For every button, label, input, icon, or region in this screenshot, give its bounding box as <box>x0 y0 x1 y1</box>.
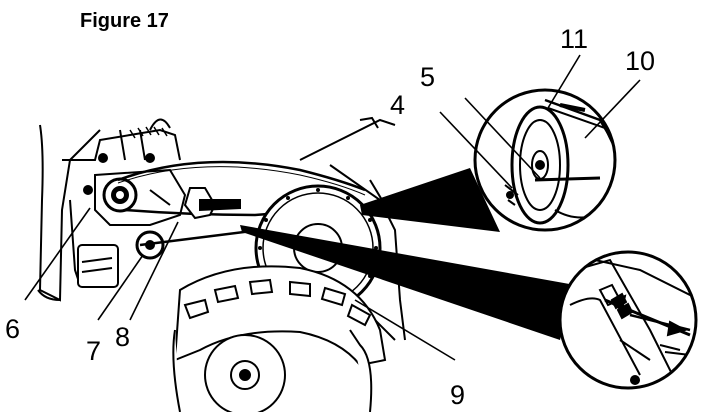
callout-6: 6 <box>5 314 20 344</box>
belt-guide <box>183 187 241 220</box>
leader-4 <box>439 111 513 189</box>
leader-8 <box>129 221 179 321</box>
leader-10 <box>584 79 641 139</box>
callout-11: 11 <box>560 24 588 54</box>
leader-7 <box>97 254 144 321</box>
leader-5 <box>464 97 541 179</box>
callout-9: 9 <box>450 380 465 410</box>
figure-title: Figure 17 <box>80 10 169 32</box>
leader-9 <box>354 299 456 361</box>
tiller-tires <box>172 265 387 412</box>
inset-spring-detail <box>240 225 698 390</box>
callout-7: 7 <box>86 336 101 366</box>
leader-11 <box>547 54 581 109</box>
callout-10: 10 <box>625 46 655 76</box>
inset-pulley-detail <box>360 88 617 232</box>
callout-5: 5 <box>420 62 435 92</box>
engine-ribs <box>129 126 168 139</box>
callout-8: 8 <box>115 322 130 352</box>
drive-pulley <box>102 177 138 213</box>
leader-6 <box>24 207 91 301</box>
callout-4: 4 <box>390 90 405 120</box>
callout-leaders <box>24 54 641 361</box>
